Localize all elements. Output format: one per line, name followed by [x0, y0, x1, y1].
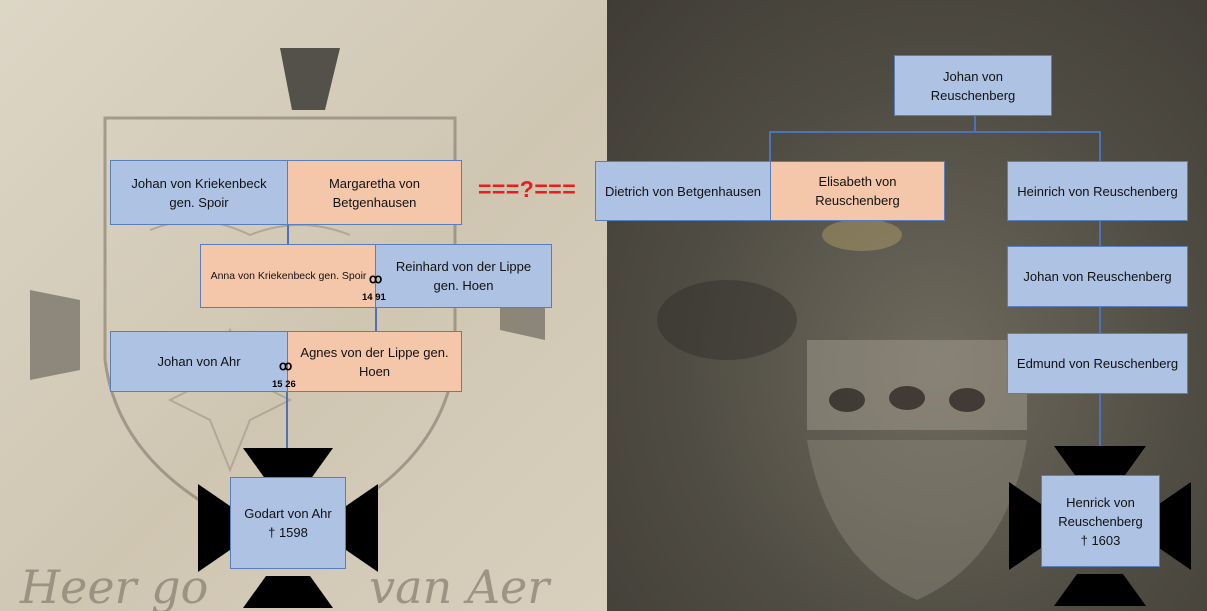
connector-line — [974, 116, 976, 132]
marriage-year: 14 91 — [362, 292, 386, 303]
marriage-year: 15 26 — [272, 379, 296, 390]
person-box: Heinrich von Reuschenberg — [1007, 161, 1188, 221]
person-name: Agnes von der Lippe gen. Hoen — [300, 344, 449, 379]
connector-line — [769, 131, 771, 161]
person-box-deceased: Henrick von Reuschenberg † 1603 — [1041, 475, 1160, 567]
person-name: Johan von Ahr — [157, 354, 241, 369]
person-name: Johan von Kriekenbeck gen. Spoir — [131, 175, 267, 210]
connector-line — [1099, 220, 1101, 246]
connector-line — [1099, 307, 1101, 333]
person-box: Anna von Kriekenbeck gen. Spoir — [200, 244, 377, 308]
person-name: Dietrich von Betgenhausen — [604, 183, 762, 199]
person-name: Reinhard von der Lippe gen. Hoen — [395, 259, 532, 293]
person-box: Johan von Reuschenberg — [1007, 246, 1188, 307]
person-name: Godart von Ahr — [244, 506, 332, 521]
person-box: Edmund von Reuschenberg — [1007, 333, 1188, 394]
marriage-rings-icon: ꝏ — [279, 358, 293, 373]
connector-line — [375, 308, 377, 331]
person-box: Margaretha von Betgenhausen — [287, 160, 462, 225]
person-name: Johan von Reuschenberg — [930, 68, 1016, 103]
manuscript-inscription: Heer go van Aer — [20, 560, 550, 611]
death-date: † 1603 — [1080, 532, 1121, 548]
person-box: Johan von Reuschenberg — [894, 55, 1052, 116]
person-box: Reinhard von der Lippe gen. Hoen — [375, 244, 552, 308]
mourning-cross-icon — [198, 448, 378, 608]
person-name: Heinrich von Reuschenberg — [1017, 183, 1178, 199]
person-name: Johan von Reuschenberg — [1023, 269, 1172, 284]
connector-line — [769, 131, 1100, 133]
person-name: Henrick von Reuschenberg — [1058, 494, 1143, 529]
person-name: Margaretha von Betgenhausen — [328, 175, 421, 210]
person-name: Elisabeth von Reuschenberg — [815, 174, 900, 208]
person-name: Anna von Kriekenbeck gen. Spoir — [210, 269, 367, 282]
connector-line — [286, 391, 288, 477]
person-box: Elisabeth von Reuschenberg — [770, 161, 945, 221]
mourning-cross-icon — [1009, 446, 1191, 606]
person-box: Johan von Ahr — [110, 331, 288, 392]
person-box: Johan von Kriekenbeck gen. Spoir — [110, 160, 288, 225]
painting-detail — [657, 219, 1027, 600]
death-date: † 1598 — [268, 525, 308, 540]
person-box: Dietrich von Betgenhausen — [595, 161, 771, 221]
person-box: Agnes von der Lippe gen. Hoen — [287, 331, 462, 392]
person-name: Edmund von Reuschenberg — [1016, 356, 1179, 371]
connector-line — [1099, 394, 1101, 454]
uncertain-link-label: ===?=== — [478, 176, 577, 202]
person-box-deceased: Godart von Ahr † 1598 — [230, 477, 346, 569]
connector-line — [1099, 131, 1101, 161]
connector-line — [287, 225, 289, 244]
marriage-rings-icon: ꝏ — [369, 271, 383, 286]
